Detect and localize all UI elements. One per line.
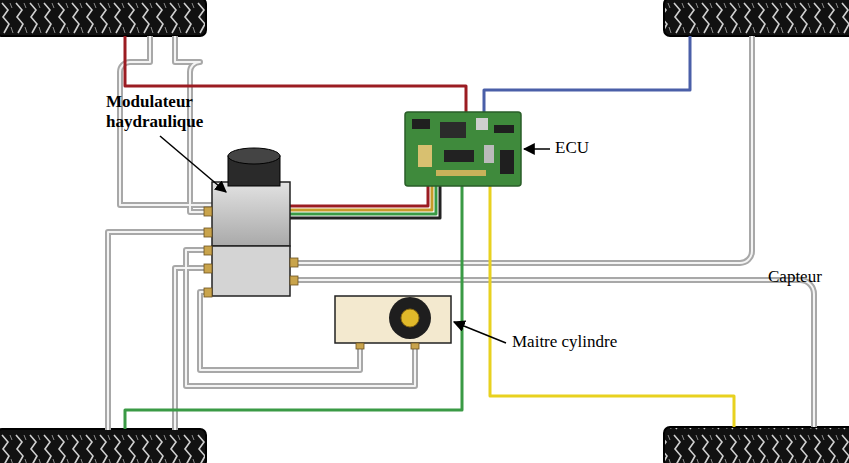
brake-line bbox=[175, 268, 212, 430]
master-cylinder bbox=[335, 296, 451, 349]
sensor-wires bbox=[125, 36, 734, 429]
ecu-harness bbox=[290, 186, 440, 218]
leader-arrow bbox=[454, 322, 506, 343]
part-label: Maitre cylindre bbox=[512, 332, 617, 352]
part-label: Capteur bbox=[768, 267, 822, 287]
ecu-harness bbox=[290, 186, 436, 214]
brake-line bbox=[290, 36, 752, 263]
sensor-wire bbox=[484, 36, 690, 113]
sensor-wire bbox=[125, 186, 462, 429]
leader-arrow bbox=[160, 136, 226, 192]
leader-lines bbox=[160, 136, 550, 343]
tire bbox=[0, 0, 206, 36]
hydraulic-modulator bbox=[204, 148, 298, 297]
brake-line bbox=[108, 232, 212, 430]
part-label: ECU bbox=[555, 138, 589, 158]
leader-arrow bbox=[524, 148, 550, 150]
tire bbox=[664, 0, 849, 36]
tire bbox=[0, 429, 206, 463]
ecu-harness bbox=[290, 186, 428, 206]
part-label: Modulateur haydraulique bbox=[106, 92, 218, 131]
brake-lines bbox=[108, 36, 814, 430]
sensor-wire bbox=[490, 186, 734, 427]
ecu-harness bbox=[290, 186, 432, 210]
tire bbox=[664, 427, 849, 463]
ecu-board bbox=[405, 112, 521, 186]
